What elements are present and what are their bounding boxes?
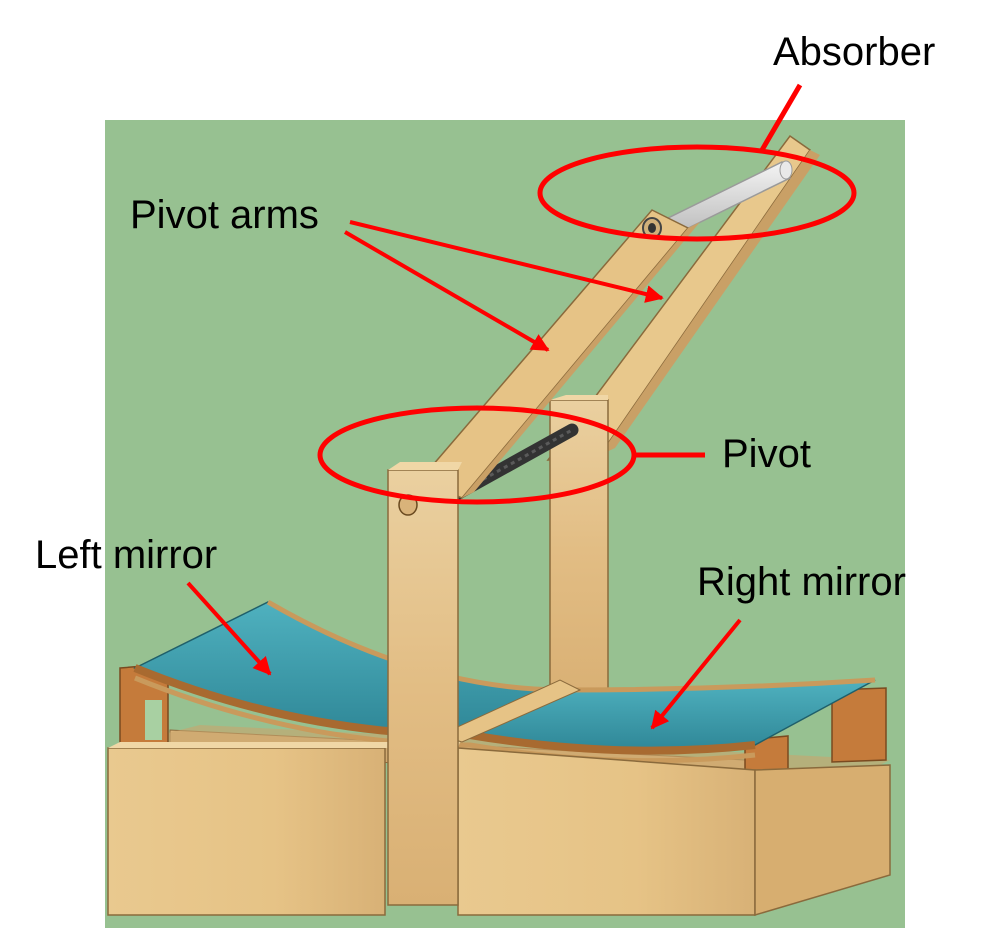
pivot-label: Pivot — [722, 432, 811, 476]
pivot-arms-label: Pivot arms — [130, 193, 319, 237]
support-post-front — [388, 462, 462, 905]
right-mirror-label: Right mirror — [697, 560, 906, 604]
left-mirror-label: Left mirror — [35, 533, 217, 577]
absorber-label: Absorber — [773, 30, 935, 74]
